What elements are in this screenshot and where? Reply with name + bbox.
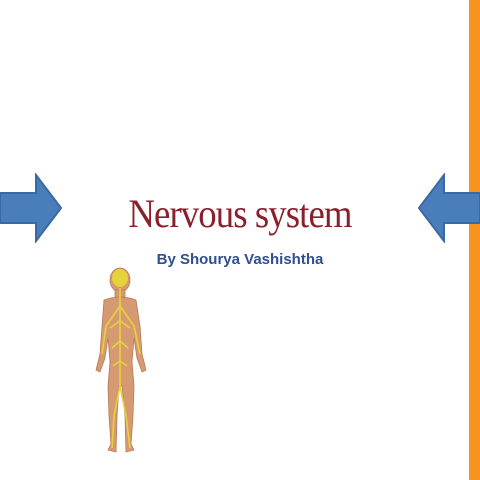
nerve-lines	[101, 288, 141, 449]
slide-subtitle: By Shourya Vashishtha	[156, 251, 324, 268]
arrow-left-shape	[418, 173, 480, 243]
accent-bar	[469, 0, 480, 480]
arrow-right-shape	[0, 173, 62, 243]
slide-title: Nervous system	[128, 191, 352, 236]
arrow-left-icon[interactable]	[418, 173, 480, 243]
human-nervous-system-icon	[95, 267, 147, 453]
arrow-right-icon[interactable]	[0, 173, 62, 243]
brain	[112, 269, 128, 287]
body-silhouette	[95, 267, 147, 453]
